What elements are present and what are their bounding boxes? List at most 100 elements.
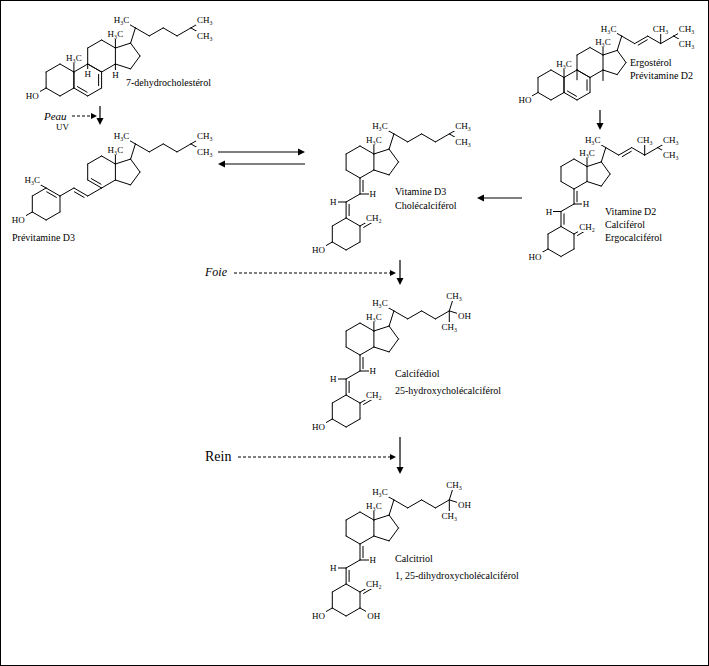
- arrow-head: [218, 161, 225, 168]
- arrow-line: [483, 197, 522, 198]
- atom-label: HO: [11, 215, 26, 225]
- reaction-arrow: [218, 149, 305, 156]
- atom-label: H₃C: [107, 145, 125, 155]
- compound: Calcifédiol 25-hydroxycholécalciférol H₃C C…: [307, 287, 504, 435]
- molecule-skeleton: [318, 485, 464, 616]
- atom-label: H: [83, 69, 92, 79]
- compound-name: 25-hydroxycholécalciférol: [395, 385, 501, 396]
- atom-label: H: [369, 555, 378, 565]
- atom-label: H₃C: [594, 37, 612, 47]
- atom-label: CH₃: [445, 291, 463, 301]
- atom-label: CH₂: [365, 390, 383, 400]
- atom-label: H: [369, 189, 378, 199]
- atom-label: H₃C: [365, 135, 383, 145]
- atom-label: H₃C: [113, 131, 131, 141]
- compound-name: Calcifédiol: [395, 368, 439, 379]
- compound-name: Prévitamine D3: [12, 232, 75, 243]
- atom-label: H₃C: [65, 53, 83, 63]
- compound: Vitamine D3 Cholécalciférol H₃C CH₃ H₃C CH₃ H H…: [307, 117, 475, 258]
- organ-label: Peau: [44, 110, 67, 122]
- atom-label: CH₃: [652, 24, 670, 34]
- organ-label: Foie: [205, 266, 227, 279]
- atom-label: H₃C: [600, 24, 618, 34]
- atom-label: H: [369, 366, 378, 376]
- atom-label: CH₃: [445, 480, 463, 490]
- reaction-arrow: [218, 161, 305, 168]
- molecule-skeleton: [535, 140, 671, 256]
- compound-name: Vitamine D2: [605, 206, 656, 217]
- compound-name: Cholécalciférol: [395, 200, 457, 211]
- arrow-line: [99, 106, 100, 119]
- atom-label: CH₂: [578, 222, 596, 232]
- atom-label: H₃C: [578, 148, 596, 158]
- arrow-head: [597, 123, 604, 130]
- atom-label: CH₃: [440, 322, 458, 332]
- atom-label: CH₃: [636, 135, 654, 145]
- compound-name: Calcitriol: [395, 553, 433, 564]
- molecule-skeletons: [18, 20, 686, 616]
- molecule-skeleton: [525, 29, 687, 100]
- atom-label: CH₃: [196, 15, 214, 25]
- atom-label: HO: [517, 95, 532, 105]
- atom-label: H: [329, 563, 338, 573]
- arrow-head: [298, 149, 305, 156]
- atom-label: H: [329, 197, 338, 207]
- atom-label: CH₃: [454, 137, 472, 147]
- reaction-arrow: [397, 437, 404, 474]
- atom-label: H₃C: [371, 121, 389, 131]
- compound-name: Vitamine D3: [395, 186, 446, 197]
- arrow-line: [218, 151, 299, 152]
- arrow-head: [97, 118, 104, 125]
- organ-label: UV: [56, 123, 69, 133]
- atom-label: HO: [25, 91, 40, 101]
- arrow-head: [397, 467, 404, 474]
- atom-label: H₃C: [365, 312, 383, 322]
- atom-label: CH₃: [196, 131, 214, 141]
- compound-name: Calciférol: [605, 219, 645, 230]
- compound: 7-dehydrocholestérolH₃CCH₃H₃CCH₃H₃CHHHO: [21, 11, 216, 104]
- atom-label: CH₃: [196, 147, 214, 157]
- compound-name: 1, 25-dihydroxycholécalciférol: [395, 570, 519, 581]
- atom-label: OH: [457, 311, 472, 321]
- atom-label: H: [545, 207, 554, 217]
- arrow-head: [397, 278, 404, 285]
- liver-leader: [234, 270, 396, 276]
- arrow-head: [477, 195, 484, 202]
- arrow-line: [224, 163, 305, 164]
- atom-label: H₃C: [113, 15, 131, 25]
- atom-label: HO: [528, 252, 543, 262]
- compound: Vitamine D2CalciférolErgocalciférolH₃CCH…: [524, 132, 682, 265]
- atom-label: HO: [311, 611, 326, 621]
- atom-label: OH: [457, 500, 472, 510]
- atom-label: HO: [311, 422, 326, 432]
- atom-label: H: [329, 374, 338, 384]
- atom-label: CH₃: [454, 121, 472, 131]
- arrow-line: [599, 110, 600, 124]
- atom-label: CH₂: [365, 579, 383, 589]
- atom-label: CH₃: [678, 24, 696, 34]
- atom-label: H₃C: [584, 135, 602, 145]
- atom-label: H₃C: [365, 501, 383, 511]
- atom-label: H₃C: [23, 175, 41, 185]
- molecule-skeleton: [18, 136, 204, 220]
- atom-label: CH₃: [440, 511, 458, 521]
- compound-name: Prévitamine D2: [630, 70, 693, 81]
- atom-label: OH: [366, 611, 381, 621]
- atom-label: H: [111, 70, 120, 80]
- arrow-line: [399, 260, 400, 279]
- atom-label: H: [582, 199, 591, 209]
- atom-label: H₃C: [107, 29, 125, 39]
- atom-label: HO: [311, 245, 326, 255]
- kidney-leader: [238, 454, 396, 460]
- compound-name: 7-dehydrocholestérol: [126, 77, 211, 88]
- compound: ErgostérolPrévitamine D2H₃CCH₃CH₃H₃CCH₃H…: [514, 20, 699, 108]
- compound: Prévitamine D3 H₃C CH₃ H₃C CH₃ H₃C HO: [7, 127, 216, 246]
- skin-leader: [72, 113, 97, 119]
- reaction-arrow: [477, 195, 522, 202]
- reaction-arrow: [97, 106, 104, 125]
- atom-label: H₃C: [371, 298, 389, 308]
